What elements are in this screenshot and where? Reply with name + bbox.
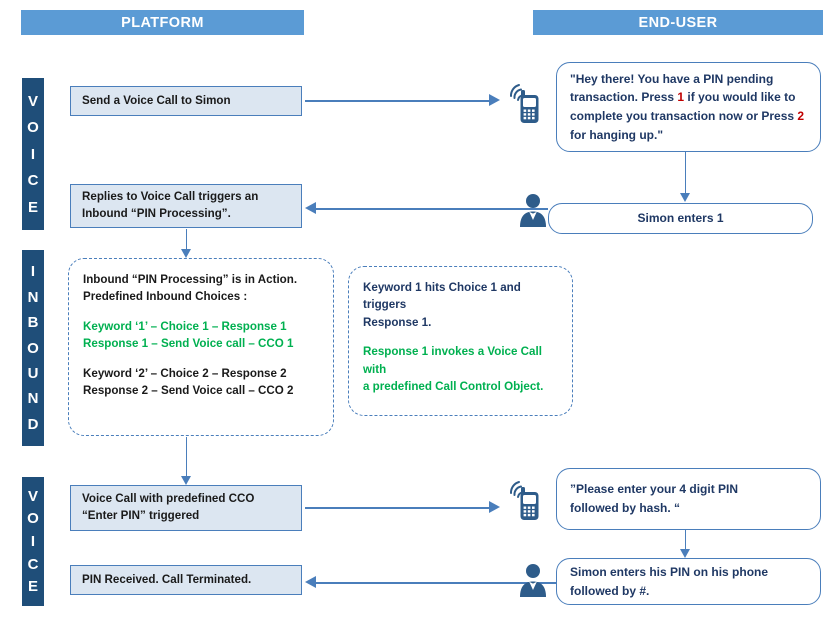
bubble-text: Simon enters 1 [637, 211, 724, 226]
arrowhead-left [305, 202, 316, 214]
process-box-line-2: “Enter PIN” triggered [82, 509, 200, 522]
mobile-phone-icon [505, 80, 547, 128]
column-header-enduser: END-USER [533, 10, 823, 35]
process-box-send-voice-call[interactable]: Send a Voice Call to Simon [70, 86, 302, 116]
panel-choice1-line-2: Response 1 – Send Voice call – CCO 1 [83, 337, 294, 351]
stage-letter: E [27, 198, 38, 216]
stage-letter: N [27, 288, 39, 306]
bubble-line-1: Simon enters his PIN on his phone [570, 564, 769, 579]
process-box-replies-trigger-inbound[interactable]: Replies to Voice Call triggers an Inboun… [70, 184, 302, 228]
arrowhead-left [305, 576, 316, 588]
column-header-platform: PLATFORM [21, 10, 304, 35]
stage-bar-inbound: I N B O U N D [22, 250, 44, 446]
note-line-2: Response 1. [363, 315, 432, 329]
bubble-line-2: followed by hash. “ [570, 501, 681, 515]
bubble-seg-3: for hanging up." [570, 127, 664, 142]
speech-bubble-simon-enters-pin[interactable]: Simon enters his PIN on his phone follow… [556, 558, 821, 605]
connector-enters1-to-replies [316, 208, 548, 210]
speech-bubble-greeting[interactable]: "Hey there! You have a PIN pending trans… [556, 62, 821, 152]
stage-letter: I [30, 532, 36, 550]
panel-keyword-note[interactable]: Keyword 1 hits Choice 1 and triggers Res… [348, 266, 573, 416]
panel-heading-line-2: Predefined Inbound Choices : [83, 290, 248, 304]
connector-greeting-to-enters1 [685, 152, 686, 194]
panel-choice2-line-1: Keyword ‘2’ – Choice 2 – Response 2 [83, 366, 287, 380]
stage-letter: N [27, 390, 39, 408]
panel-choice1-line-1: Keyword ‘1’ – Choice 1 – Response 1 [83, 319, 287, 333]
stage-letter: U [27, 364, 39, 382]
stage-letter: B [27, 314, 39, 332]
stage-bar-voice-top: V O I C E [22, 78, 44, 230]
connector-enterpin-to-pindone [685, 530, 686, 550]
mobile-phone-icon [505, 477, 547, 525]
stage-letter: V [27, 487, 38, 505]
panel-choice2-line-2: Response 2 – Send Voice call – CCO 2 [83, 383, 294, 397]
process-box-line-2: Inbound “PIN Processing”. [82, 207, 231, 220]
stage-letter: C [27, 172, 39, 189]
panel-heading-line-1: Inbound “PIN Processing” is in Action. [83, 273, 298, 286]
stage-letter: I [30, 263, 36, 281]
note-line-1: Keyword 1 hits Choice 1 and triggers [363, 281, 521, 312]
stage-letter: O [27, 119, 39, 136]
panel-inbound-choices[interactable]: Inbound “PIN Processing” is in Action. P… [68, 258, 334, 436]
bubble-seg-1: "Hey there! You have a PIN pending trans… [570, 71, 774, 105]
connector-voice-cco-to-phone [305, 507, 490, 509]
connector-pindone-to-pinreceived [316, 582, 556, 584]
process-box-line-1: Replies to Voice Call triggers an [82, 190, 259, 204]
stage-letter: O [27, 510, 39, 528]
stage-letter: O [27, 339, 39, 357]
process-box-voice-call-predefined-cco[interactable]: Voice Call with predefined CCO “Enter PI… [70, 485, 302, 531]
stage-letter: I [30, 145, 36, 163]
panel-spacer [83, 306, 319, 318]
process-box-label: Voice Call with predefined CCO “Enter PI… [82, 491, 254, 525]
stage-letter: V [27, 92, 38, 110]
speech-bubble-simon-enters-1[interactable]: Simon enters 1 [548, 203, 813, 234]
stage-letter: C [27, 555, 39, 573]
speech-bubble-enter-pin-prompt[interactable]: ”Please enter your 4 digit PIN followed … [556, 468, 821, 530]
arrowhead-down [680, 549, 690, 558]
note-green-line-2: a predefined Call Control Object. [363, 379, 544, 393]
bubble-line-2: followed by #. [570, 583, 650, 598]
businessman-icon [514, 192, 552, 230]
arrowhead-down [680, 193, 690, 202]
arrowhead-right [489, 94, 500, 106]
bubble-key-2: 2 [797, 109, 805, 123]
arrowhead-down [181, 249, 191, 258]
bubble-line-1: ”Please enter your 4 digit PIN [570, 482, 739, 497]
bubble-text: ”Please enter your 4 digit PIN followed … [570, 480, 738, 517]
process-box-label: Send a Voice Call to Simon [82, 93, 231, 107]
connector-replies-to-inbound-panel [186, 229, 187, 251]
arrowhead-right [489, 501, 500, 513]
note-spacer [363, 331, 558, 343]
bubble-seg-2: if you would like to complete you transa… [570, 90, 798, 123]
process-box-label: Replies to Voice Call triggers an Inboun… [82, 189, 258, 223]
connector-inbound-panel-to-voice-cco [186, 437, 187, 477]
note-green-line-1: Response 1 invokes a Voice Call with [363, 345, 542, 376]
process-box-label: PIN Received. Call Terminated. [82, 572, 252, 586]
bubble-key-1: 1 [677, 90, 685, 105]
connector-send-call-to-phone [305, 100, 490, 102]
stage-letter: E [27, 578, 38, 596]
bubble-text: "Hey there! You have a PIN pending trans… [570, 70, 807, 144]
process-box-pin-received[interactable]: PIN Received. Call Terminated. [70, 565, 302, 595]
process-box-line-1: Voice Call with predefined CCO [82, 492, 255, 506]
panel-spacer [83, 353, 319, 365]
bubble-text: Simon enters his PIN on his phone follow… [570, 563, 768, 600]
businessman-icon [514, 562, 552, 600]
stage-letter: D [27, 415, 39, 433]
arrowhead-down [181, 476, 191, 485]
stage-bar-voice-bottom: V O I C E [22, 477, 44, 606]
